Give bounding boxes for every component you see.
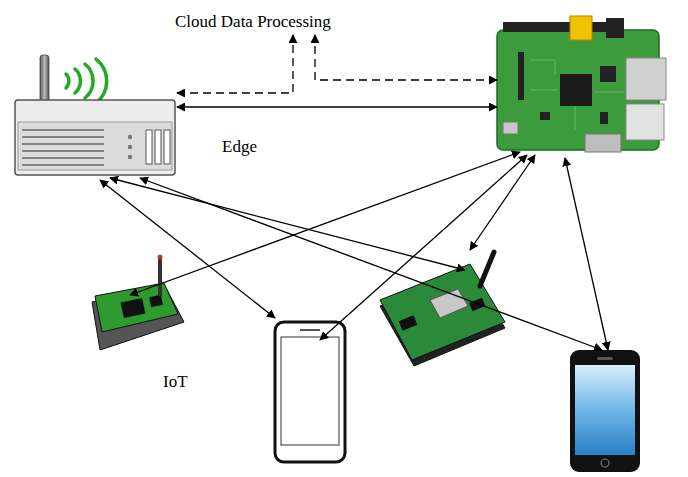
connector-arrow: [565, 158, 608, 350]
smartphone-white: [275, 322, 345, 462]
router-node: Edge: [12, 55, 177, 177]
wireless-board-node: [378, 250, 508, 364]
smartphone-node: [273, 320, 347, 464]
connector-arrow: [315, 35, 497, 80]
connector-arrow: [177, 106, 497, 107]
node-label: Cloud Data Processing: [175, 12, 331, 32]
connector-arrow: [320, 155, 527, 340]
iphone-node: [568, 348, 642, 474]
connector-arrow: [470, 155, 535, 250]
connector-arrow: [177, 35, 293, 93]
raspberry-pi-board: [497, 16, 666, 152]
node-label: IoT: [163, 372, 260, 392]
smartphone-black: [570, 350, 640, 472]
sensor-mote-node: IoT: [88, 252, 185, 352]
raspberry-pi-node: [497, 18, 665, 152]
router-icon: [15, 55, 175, 175]
node-label: Edge: [222, 137, 387, 157]
connector-arrow: [140, 178, 602, 350]
cloud-label: Cloud Data Processing: [175, 12, 331, 32]
sensor-mote: [92, 255, 184, 351]
connector-arrow: [130, 152, 520, 295]
connector-arrow: [100, 180, 275, 318]
